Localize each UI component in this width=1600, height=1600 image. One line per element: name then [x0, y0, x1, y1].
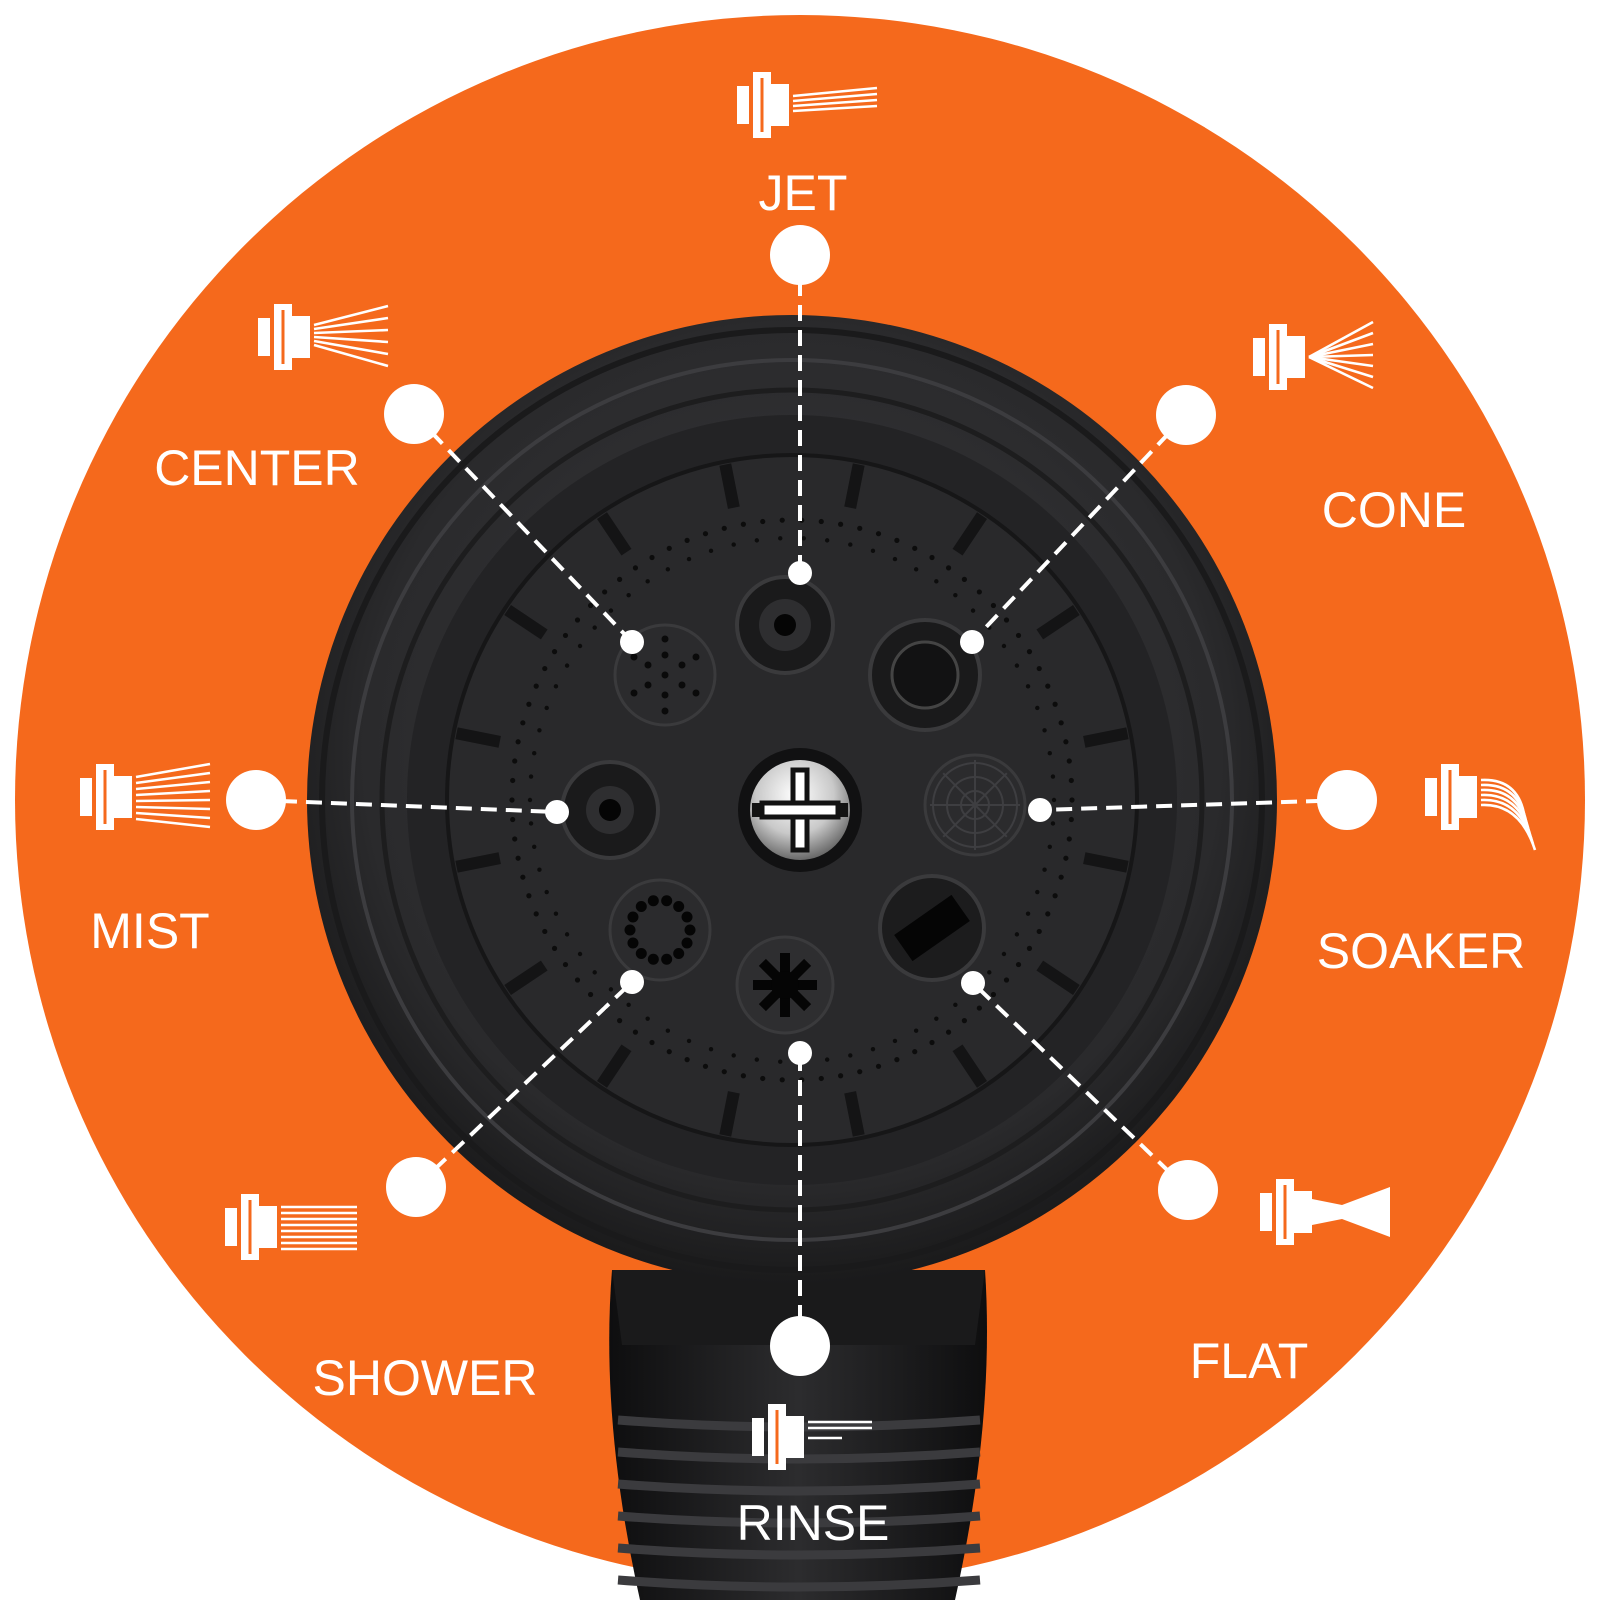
- jet-nozzle: [735, 575, 835, 675]
- rinse-nozzle: [735, 935, 835, 1035]
- nozzle-head: [307, 315, 1277, 1285]
- flat-nozzle-point: [961, 971, 985, 995]
- soaker-spray-icon: [1425, 764, 1537, 851]
- soaker-nozzle-point: [1028, 798, 1052, 822]
- center-screw: [738, 748, 862, 872]
- callout-cone: CONE: [960, 320, 1466, 654]
- rinse-spray-icon: [752, 1404, 872, 1470]
- mist-nozzle-point: [545, 800, 569, 824]
- mist-marker-dot: [226, 770, 286, 830]
- shower-nozzle: [608, 878, 712, 982]
- center-marker-dot: [384, 384, 444, 444]
- soaker-nozzle: [923, 753, 1027, 857]
- center-spray-icon: [258, 304, 389, 370]
- callout-jet: JET: [737, 72, 878, 585]
- shower-nozzle-point: [620, 970, 644, 994]
- callout-shower: SHOWER: [225, 970, 644, 1406]
- callout-center: CENTER: [154, 304, 644, 654]
- jet-spray-icon: [737, 72, 878, 138]
- flat-spray-icon: [1260, 1179, 1390, 1245]
- cone-spray-icon: [1253, 320, 1374, 390]
- cone-nozzle-point: [960, 630, 984, 654]
- shower-label: SHOWER: [313, 1350, 538, 1406]
- soaker-label: SOAKER: [1317, 923, 1525, 979]
- cone-nozzle: [868, 618, 982, 732]
- jet-nozzle-point: [788, 561, 812, 585]
- soaker-connector-line: [1039, 798, 1348, 812]
- cone-label: CONE: [1322, 482, 1466, 538]
- cone-marker-dot: [1156, 385, 1216, 445]
- callout-soaker: SOAKER: [1028, 764, 1537, 979]
- soaker-marker-dot: [1317, 770, 1377, 830]
- jet-label: JET: [759, 165, 848, 221]
- callout-flat: FLAT: [961, 971, 1390, 1389]
- jet-marker-dot: [770, 225, 830, 285]
- mist-label: MIST: [90, 903, 209, 959]
- center-label: CENTER: [154, 440, 360, 496]
- center-nozzle-point: [620, 630, 644, 654]
- callout-rinse: RINSE: [737, 1041, 890, 1551]
- mist-spray-icon: [80, 762, 211, 830]
- rinse-label: RINSE: [737, 1495, 890, 1551]
- shower-marker-dot: [386, 1157, 446, 1217]
- flat-nozzle: [878, 874, 986, 982]
- callout-mist: MIST: [80, 762, 569, 959]
- rinse-nozzle-point: [788, 1041, 812, 1065]
- cone-connector-line: [970, 413, 1188, 644]
- rinse-marker-dot: [770, 1316, 830, 1376]
- flat-label: FLAT: [1190, 1333, 1309, 1389]
- mist-connector-line: [255, 798, 558, 814]
- flat-marker-dot: [1158, 1160, 1218, 1220]
- center-connector-line: [412, 412, 634, 644]
- shower-spray-icon: [225, 1194, 357, 1260]
- mist-nozzle: [560, 760, 660, 860]
